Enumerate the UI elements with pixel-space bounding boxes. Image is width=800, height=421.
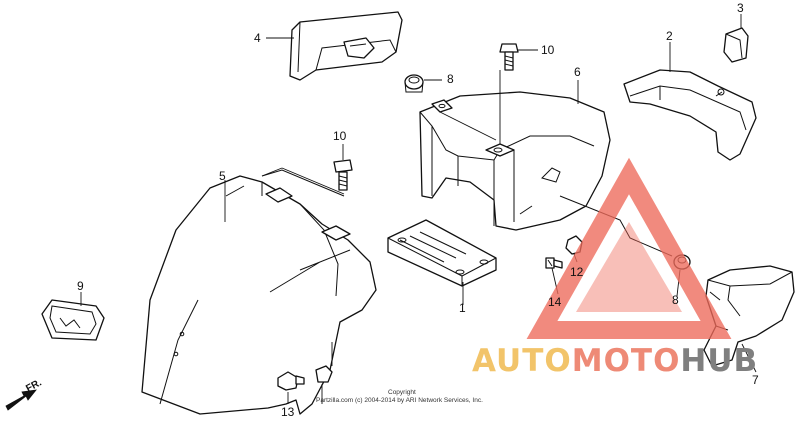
callout-8-lower: 8 [672,293,679,307]
callout-4: 4 [254,31,261,45]
part-3-clip[interactable] [723,27,749,63]
front-arrow-icon [5,389,37,411]
part-2-cover[interactable] [623,69,757,161]
watermark-text: AUTOMOTOHUB [472,343,758,379]
part-10-bolt-middle[interactable] [333,159,353,191]
watermark-triangle-logo [526,157,732,339]
front-direction-indicator: FR. [5,377,44,411]
callout-1: 1 [459,301,466,315]
clip-lower[interactable] [315,365,333,383]
callout-6: 6 [574,65,581,79]
callout-9: 9 [77,279,84,293]
callout-14: 14 [548,295,562,309]
callout-labels: 1 2 3 4 5 6 7 8 8 9 10 10 12 13 14 [77,1,759,419]
part-4-bracket[interactable] [289,11,403,81]
watermark-auto: AUTO [472,343,572,379]
copyright-notice: Copyright Partzilla.com (c) 2004-2014 by… [316,389,483,404]
watermark-moto: MOTO [572,343,681,379]
part-1-stay-plate[interactable] [387,219,497,287]
copyright-line-1: Copyright [388,389,416,396]
front-label: FR. [24,377,44,394]
callout-10-upper: 10 [541,43,555,57]
part-14-screw[interactable] [545,257,563,269]
callout-3: 3 [737,1,744,15]
part-10-bolt-upper[interactable] [499,43,519,71]
callout-8-upper: 8 [447,72,454,86]
part-6-inner-fender[interactable] [419,91,673,257]
watermark-hub: HUB [680,343,758,379]
part-9-reflector[interactable] [41,299,105,341]
callout-5: 5 [219,169,226,183]
leader-lines [80,14,757,404]
callout-12: 12 [570,265,584,279]
callout-7: 7 [752,373,759,387]
part-5-front-fender[interactable] [141,169,377,415]
callout-13: 13 [281,405,295,419]
callout-2: 2 [666,29,673,43]
copyright-line-2: Partzilla.com (c) 2004-2014 by ARI Netwo… [316,397,483,404]
part-8-grommet-upper[interactable] [404,74,424,93]
part-13-bolt[interactable] [277,371,305,391]
callout-10-middle: 10 [333,129,347,143]
